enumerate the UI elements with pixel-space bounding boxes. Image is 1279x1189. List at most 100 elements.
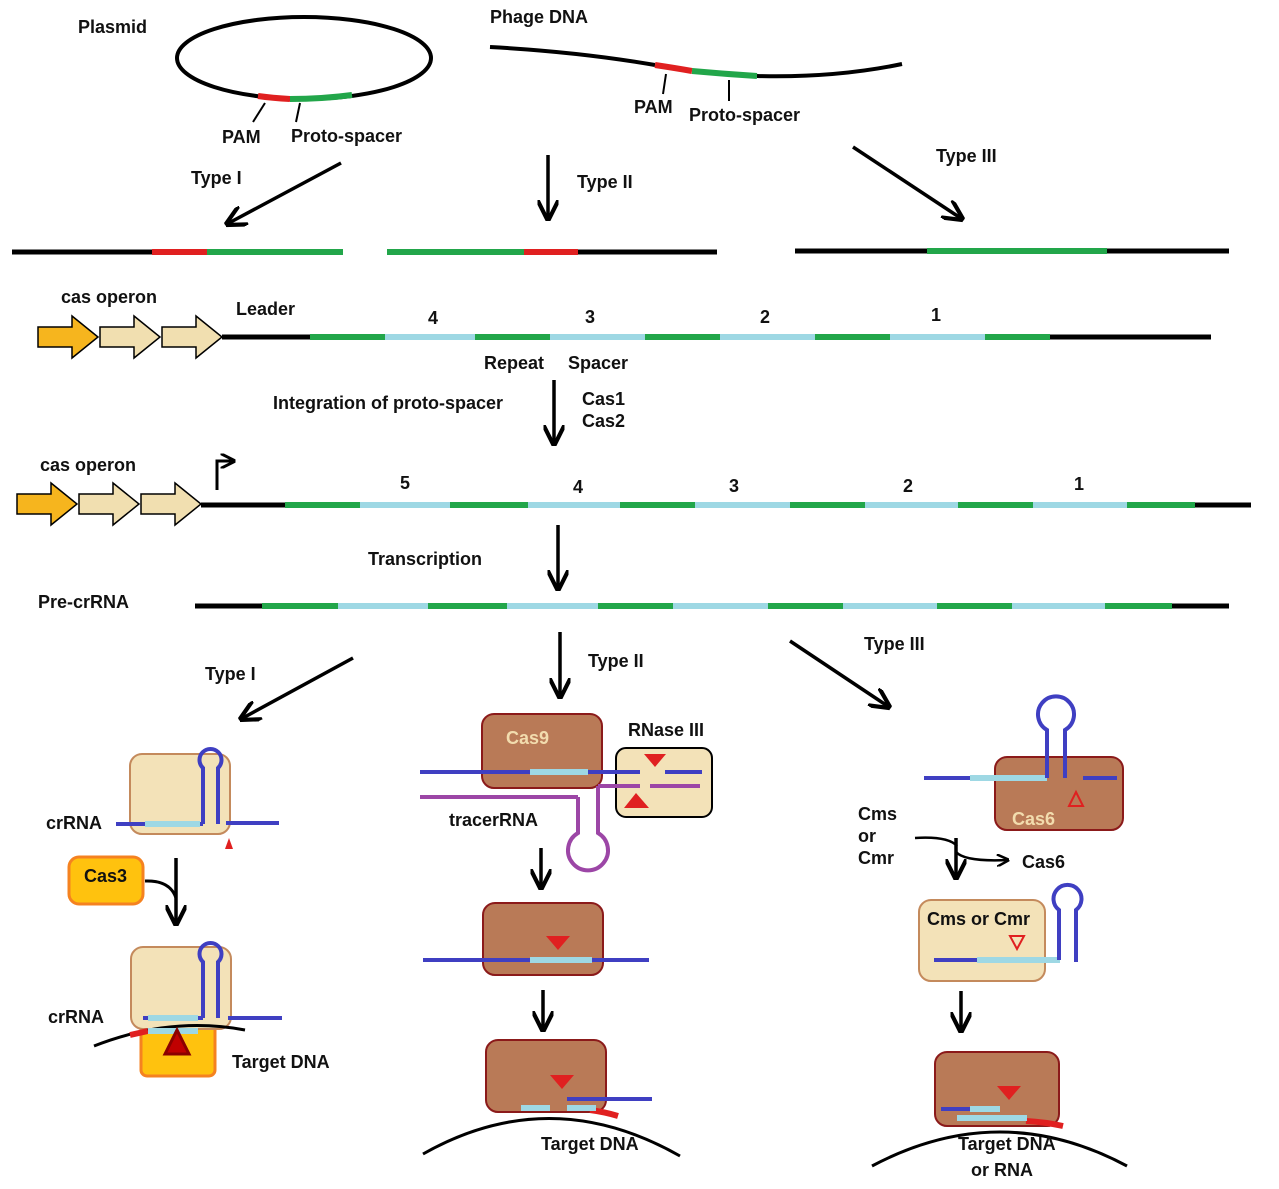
cas6-released-label: Cas6 <box>1022 852 1065 872</box>
integration-label: Integration of proto-spacer <box>273 393 503 413</box>
target-pam <box>1025 1118 1064 1129</box>
target-dna-label-1: Target DNA <box>232 1052 330 1072</box>
tracrrna-hairpin <box>566 786 610 873</box>
plasmid-pam-pointer <box>252 102 266 123</box>
plasmid-circle <box>175 15 433 101</box>
plasmid-protospacer <box>289 92 353 102</box>
cas9-cut-icon <box>546 936 570 950</box>
phage-protospacer-label: Proto-spacer <box>689 105 800 125</box>
cas9-cut-icon <box>550 1075 574 1089</box>
target-dna-label-2: Target DNA <box>541 1134 639 1154</box>
target-cut-icon <box>997 1086 1021 1100</box>
cas-operon-label-2: cas operon <box>40 455 136 475</box>
cas-gene-arrow-3 <box>161 314 224 360</box>
crrna-label: crRNA <box>46 813 102 833</box>
leader-label: Leader <box>236 299 295 319</box>
cas-gene-arrow-2 <box>99 314 162 360</box>
cas3-recruit-arrow <box>144 879 178 899</box>
type-iii-label: Type III <box>864 634 925 654</box>
plasmid-label: Plasmid <box>78 17 147 37</box>
acquisition-arrows: Type I Type II Type III <box>191 145 997 224</box>
cas9-protein-target <box>485 1039 607 1113</box>
spacer-number: 4 <box>573 477 583 497</box>
cmr-cut-icon <box>1008 935 1026 952</box>
phage-dna-label: Phage DNA <box>490 7 588 27</box>
cas9-protein <box>481 713 603 789</box>
cas6-label-protein: Cas6 <box>1012 809 1055 829</box>
cleavage-icon <box>162 1026 192 1056</box>
plasmid-pam <box>257 93 291 102</box>
cas-gene-arrow-2 <box>78 481 141 527</box>
rnase-iii-label: RNase III <box>628 720 704 740</box>
spacer-number: 2 <box>760 307 770 327</box>
type-iii-processing-arrow <box>789 639 889 707</box>
type-ii-pathway: Cas9 RNase III tracerRNA Target DNA <box>420 713 713 1158</box>
crrna-label-2: crRNA <box>48 1007 104 1027</box>
crispr-array-2: cas operon 5 4 3 2 1 <box>16 455 1251 527</box>
or-rna-label: or RNA <box>971 1160 1033 1180</box>
cmr-label: Cmr <box>858 848 894 868</box>
crispr-array-1: cas operon Leader 4 3 2 1 Repeat Spacer <box>37 287 1211 373</box>
plasmid-pam-label: PAM <box>222 127 261 147</box>
type-ii-label: Type II <box>588 651 644 671</box>
type-i-processing-arrow <box>241 656 354 719</box>
cms-label: Cms <box>858 804 897 824</box>
pre-crrna: Pre-crRNA <box>38 592 1229 612</box>
protospacer-dna-lines <box>12 248 1229 255</box>
type-i-arrow <box>227 161 342 224</box>
plasmid-protospacer-pointer <box>295 102 301 123</box>
crrna-hairpin <box>1051 882 1084 962</box>
target-dna-label-3: Target DNA <box>958 1134 1056 1154</box>
spacer-label: Spacer <box>568 353 628 373</box>
phage-protospacer <box>691 68 758 79</box>
transcription-label: Transcription <box>368 549 482 569</box>
rnase-cut-icon-bottom <box>624 793 649 808</box>
cas2-label: Cas2 <box>582 411 625 431</box>
cas6-cut-icon <box>1067 789 1085 807</box>
cas-gene-arrow-1 <box>16 481 79 527</box>
phage-pam-label: PAM <box>634 97 673 117</box>
cas6-release-arrow <box>955 851 1008 860</box>
spacer-number: 3 <box>585 307 595 327</box>
type-i-label: Type I <box>205 664 256 684</box>
repeat-label: Repeat <box>484 353 544 373</box>
target-pam <box>129 1028 149 1038</box>
type-i-pathway: crRNA Cas3 crRNA Target DNA <box>46 746 330 1078</box>
crrna-hairpin <box>197 940 224 1018</box>
integration-step: Integration of proto-spacer Cas1 Cas2 <box>273 380 625 444</box>
cas-gene-arrow-1 <box>37 314 100 360</box>
type-iii-label-top: Type III <box>936 146 997 166</box>
cleavage-site-icon <box>225 838 233 849</box>
plasmid-protospacer-label: Proto-spacer <box>291 126 402 146</box>
cas-gene-arrow-3 <box>140 481 203 527</box>
target-dna-strand <box>93 1024 246 1048</box>
phage-pam-pointer <box>662 73 667 95</box>
crrna-hairpin <box>197 746 224 824</box>
cas3-label: Cas3 <box>84 866 127 886</box>
cms-or-cmr-label: Cms or Cmr <box>927 909 1030 929</box>
cas9-protein-loaded <box>482 902 604 976</box>
plasmid-section: Plasmid PAM Proto-spacer <box>78 15 433 147</box>
type-i-label-top: Type I <box>191 168 242 188</box>
type-iii-arrow <box>852 145 962 219</box>
cas9-label: Cas9 <box>506 728 549 748</box>
crrna-hairpin <box>1036 694 1076 778</box>
phage-section: Phage DNA PAM Proto-spacer <box>489 7 903 125</box>
spacer-number: 4 <box>428 308 438 328</box>
cas3-protein <box>67 855 145 906</box>
processing-arrows: Type I Type II Type III <box>205 632 925 719</box>
target-dna-strand <box>422 1117 681 1158</box>
type-ii-label-top: Type II <box>577 172 633 192</box>
tracerrna-label: tracerRNA <box>449 810 538 830</box>
promoter-arrow <box>215 461 234 490</box>
spacer-number: 5 <box>400 473 410 493</box>
spacer-number: 3 <box>729 476 739 496</box>
target-strand <box>871 1130 1128 1168</box>
phage-dna-right <box>756 62 903 79</box>
or-label: or <box>858 826 876 846</box>
transcription-step: Transcription <box>368 525 558 589</box>
pre-crrna-label: Pre-crRNA <box>38 592 129 612</box>
cms-cmr-target-complex <box>934 1051 1060 1127</box>
spacer-number: 1 <box>931 305 941 325</box>
